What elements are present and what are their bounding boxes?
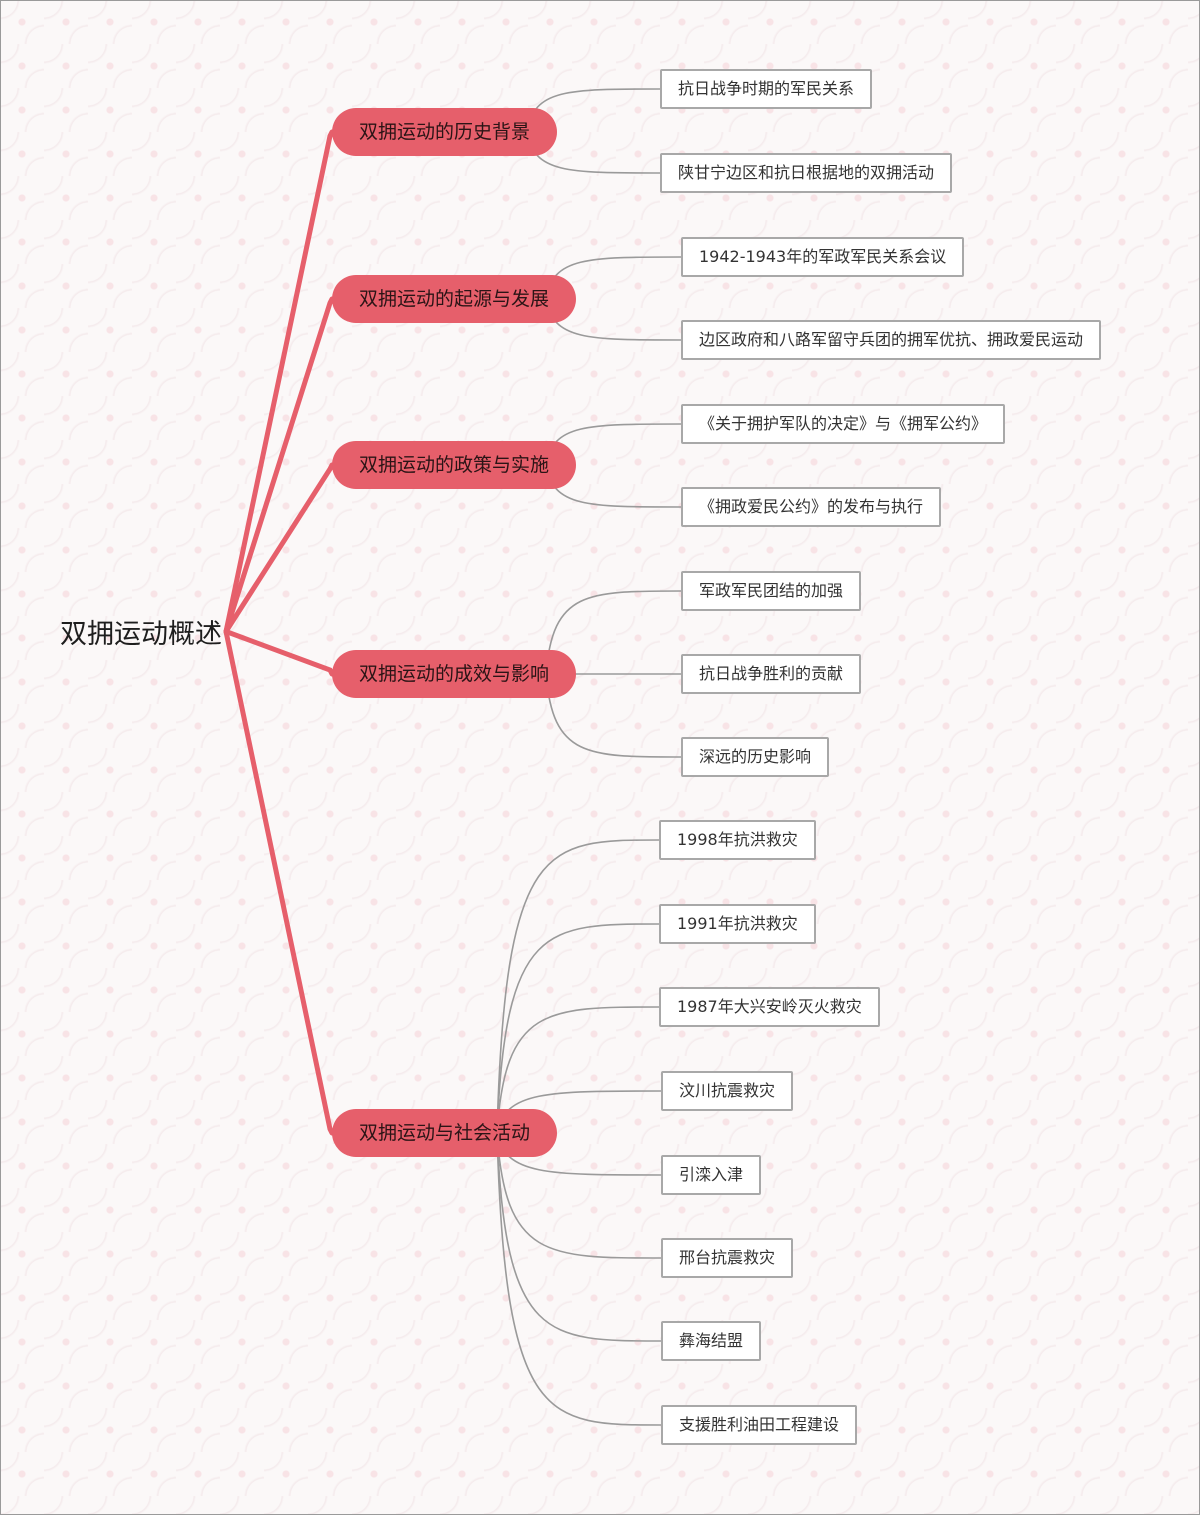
leaf-connector [545, 673, 682, 758]
leaf-node[interactable]: 深远的历史影响 [681, 737, 830, 777]
leaf-node[interactable]: 1987年大兴安岭灭火救灾 [659, 987, 880, 1027]
leaf-node[interactable]: 1942-1943年的军政军民关系会议 [681, 237, 965, 277]
leaf-node[interactable]: 抗日战争时期的军民关系 [660, 69, 873, 109]
leaf-node[interactable]: 1998年抗洪救灾 [659, 820, 816, 860]
leaf-node[interactable]: 边区政府和八路军留守兵团的拥军优抗、拥政爱民运动 [681, 320, 1102, 360]
leaf-node[interactable]: 军政军民团结的加强 [681, 571, 862, 611]
leaf-connector [496, 923, 660, 1134]
branch-effects-influence[interactable]: 双拥运动的成效与影响 [332, 650, 577, 698]
main-connector [223, 296, 335, 634]
main-connector [223, 629, 335, 677]
main-connector [223, 462, 335, 634]
leaf-node[interactable]: 引滦入津 [661, 1155, 762, 1195]
leaf-connector [496, 839, 660, 1134]
branch-origin-development[interactable]: 双拥运动的起源与发展 [332, 275, 577, 323]
branch-policy-implementation[interactable]: 双拥运动的政策与实施 [332, 441, 577, 489]
leaf-connector [545, 590, 682, 675]
main-connector [223, 129, 335, 634]
branch-social-activities[interactable]: 双拥运动与社会活动 [332, 1109, 558, 1157]
leaf-node[interactable]: 《拥政爱民公约》的发布与执行 [681, 487, 942, 527]
branch-history-background[interactable]: 双拥运动的历史背景 [332, 108, 558, 156]
leaf-node[interactable]: 抗日战争胜利的贡献 [681, 654, 862, 694]
main-connector [223, 629, 335, 1136]
leaf-node[interactable]: 支援胜利油田工程建设 [661, 1405, 858, 1445]
leaf-node[interactable]: 彝海结盟 [661, 1321, 762, 1361]
root-topic[interactable]: 双拥运动概述 [60, 619, 222, 650]
leaf-connector [496, 1006, 660, 1134]
leaf-connector [496, 1132, 662, 1342]
leaf-node[interactable]: 邢台抗震救灾 [661, 1238, 794, 1278]
leaf-node[interactable]: 《关于拥护军队的决定》与《拥军公约》 [681, 404, 1006, 444]
leaf-node[interactable]: 1991年抗洪救灾 [659, 904, 816, 944]
leaf-connector [496, 1132, 662, 1426]
leaf-node[interactable]: 汶川抗震救灾 [661, 1071, 794, 1111]
leaf-connector [496, 1132, 662, 1259]
leaf-node[interactable]: 陕甘宁边区和抗日根据地的双拥活动 [660, 153, 953, 193]
